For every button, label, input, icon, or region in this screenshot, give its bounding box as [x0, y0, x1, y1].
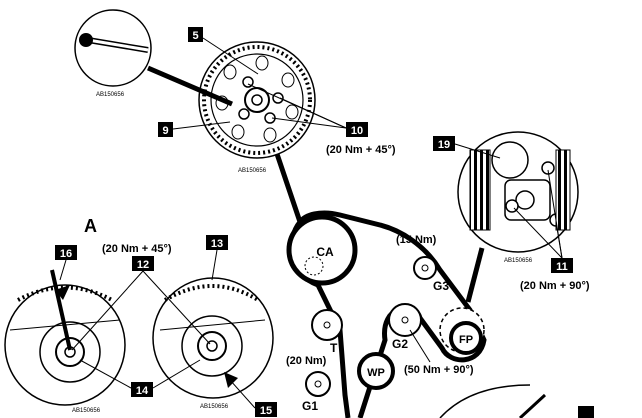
callout-11: [551, 258, 573, 273]
callout-14: [131, 382, 153, 397]
ref-code-tool: AB150656: [96, 92, 125, 98]
ref-code-fp: AB150656: [504, 258, 533, 264]
callout-11-label: 11: [556, 261, 568, 273]
camshaft-pulley: [286, 214, 358, 286]
torque-g1: (20 Nm): [286, 355, 327, 367]
callout-13-label: 13: [211, 238, 223, 250]
callout-5-label: 5: [192, 30, 198, 42]
water-pump: [357, 352, 395, 390]
torque-11: (20 Nm + 90°): [520, 280, 590, 292]
torque-g3: (15 Nm): [396, 234, 437, 246]
callout-5: [188, 27, 203, 42]
torque-10: (20 Nm + 45°): [326, 144, 396, 156]
callout-12-label: 12: [137, 259, 149, 271]
tensioner-inset-right: [152, 277, 274, 399]
callout-13: [206, 235, 228, 250]
callout-16-label: 16: [60, 248, 72, 260]
inset-pointer: [147, 65, 233, 107]
callout-9-label: 9: [162, 125, 168, 137]
label-g1: G1: [302, 399, 318, 413]
callout-19: [433, 136, 455, 151]
section-a-label: A: [84, 216, 97, 236]
label-g3: G3: [433, 279, 449, 293]
label-wp: WP: [367, 367, 385, 379]
ref-code-cam: AB150656: [238, 168, 267, 174]
label-fp: FP: [459, 334, 473, 346]
fuel-pump-inset: [457, 131, 579, 253]
camshaft-sprocket-detail: [198, 41, 316, 159]
fuel-pump-pulley: [449, 321, 483, 355]
torque-12: (20 Nm + 45°): [102, 243, 172, 255]
callout-15-label: 15: [260, 405, 272, 417]
callout-12: [132, 256, 154, 271]
fp-inset-pointer: [465, 247, 485, 303]
callout-9: [158, 122, 173, 137]
label-t: T: [330, 341, 338, 355]
tensioner-inset-left: [4, 269, 126, 406]
label-ca: CA: [316, 245, 334, 259]
ref-code-a2: AB150656: [200, 404, 229, 410]
callout-10-label: 10: [351, 125, 363, 137]
callout-14-label: 14: [136, 385, 149, 397]
callout-16: [55, 245, 77, 260]
torque-g2: (50 Nm + 90°): [404, 364, 474, 376]
callout-19-label: 19: [438, 139, 450, 151]
locking-tool-inset: [74, 9, 152, 87]
callout-15: [255, 402, 277, 417]
callout-10: [346, 122, 368, 137]
callout-b-partial: [578, 406, 594, 418]
label-g2: G2: [392, 337, 408, 351]
ref-code-a1: AB150656: [72, 408, 101, 414]
partial-inset-b: [439, 384, 531, 418]
